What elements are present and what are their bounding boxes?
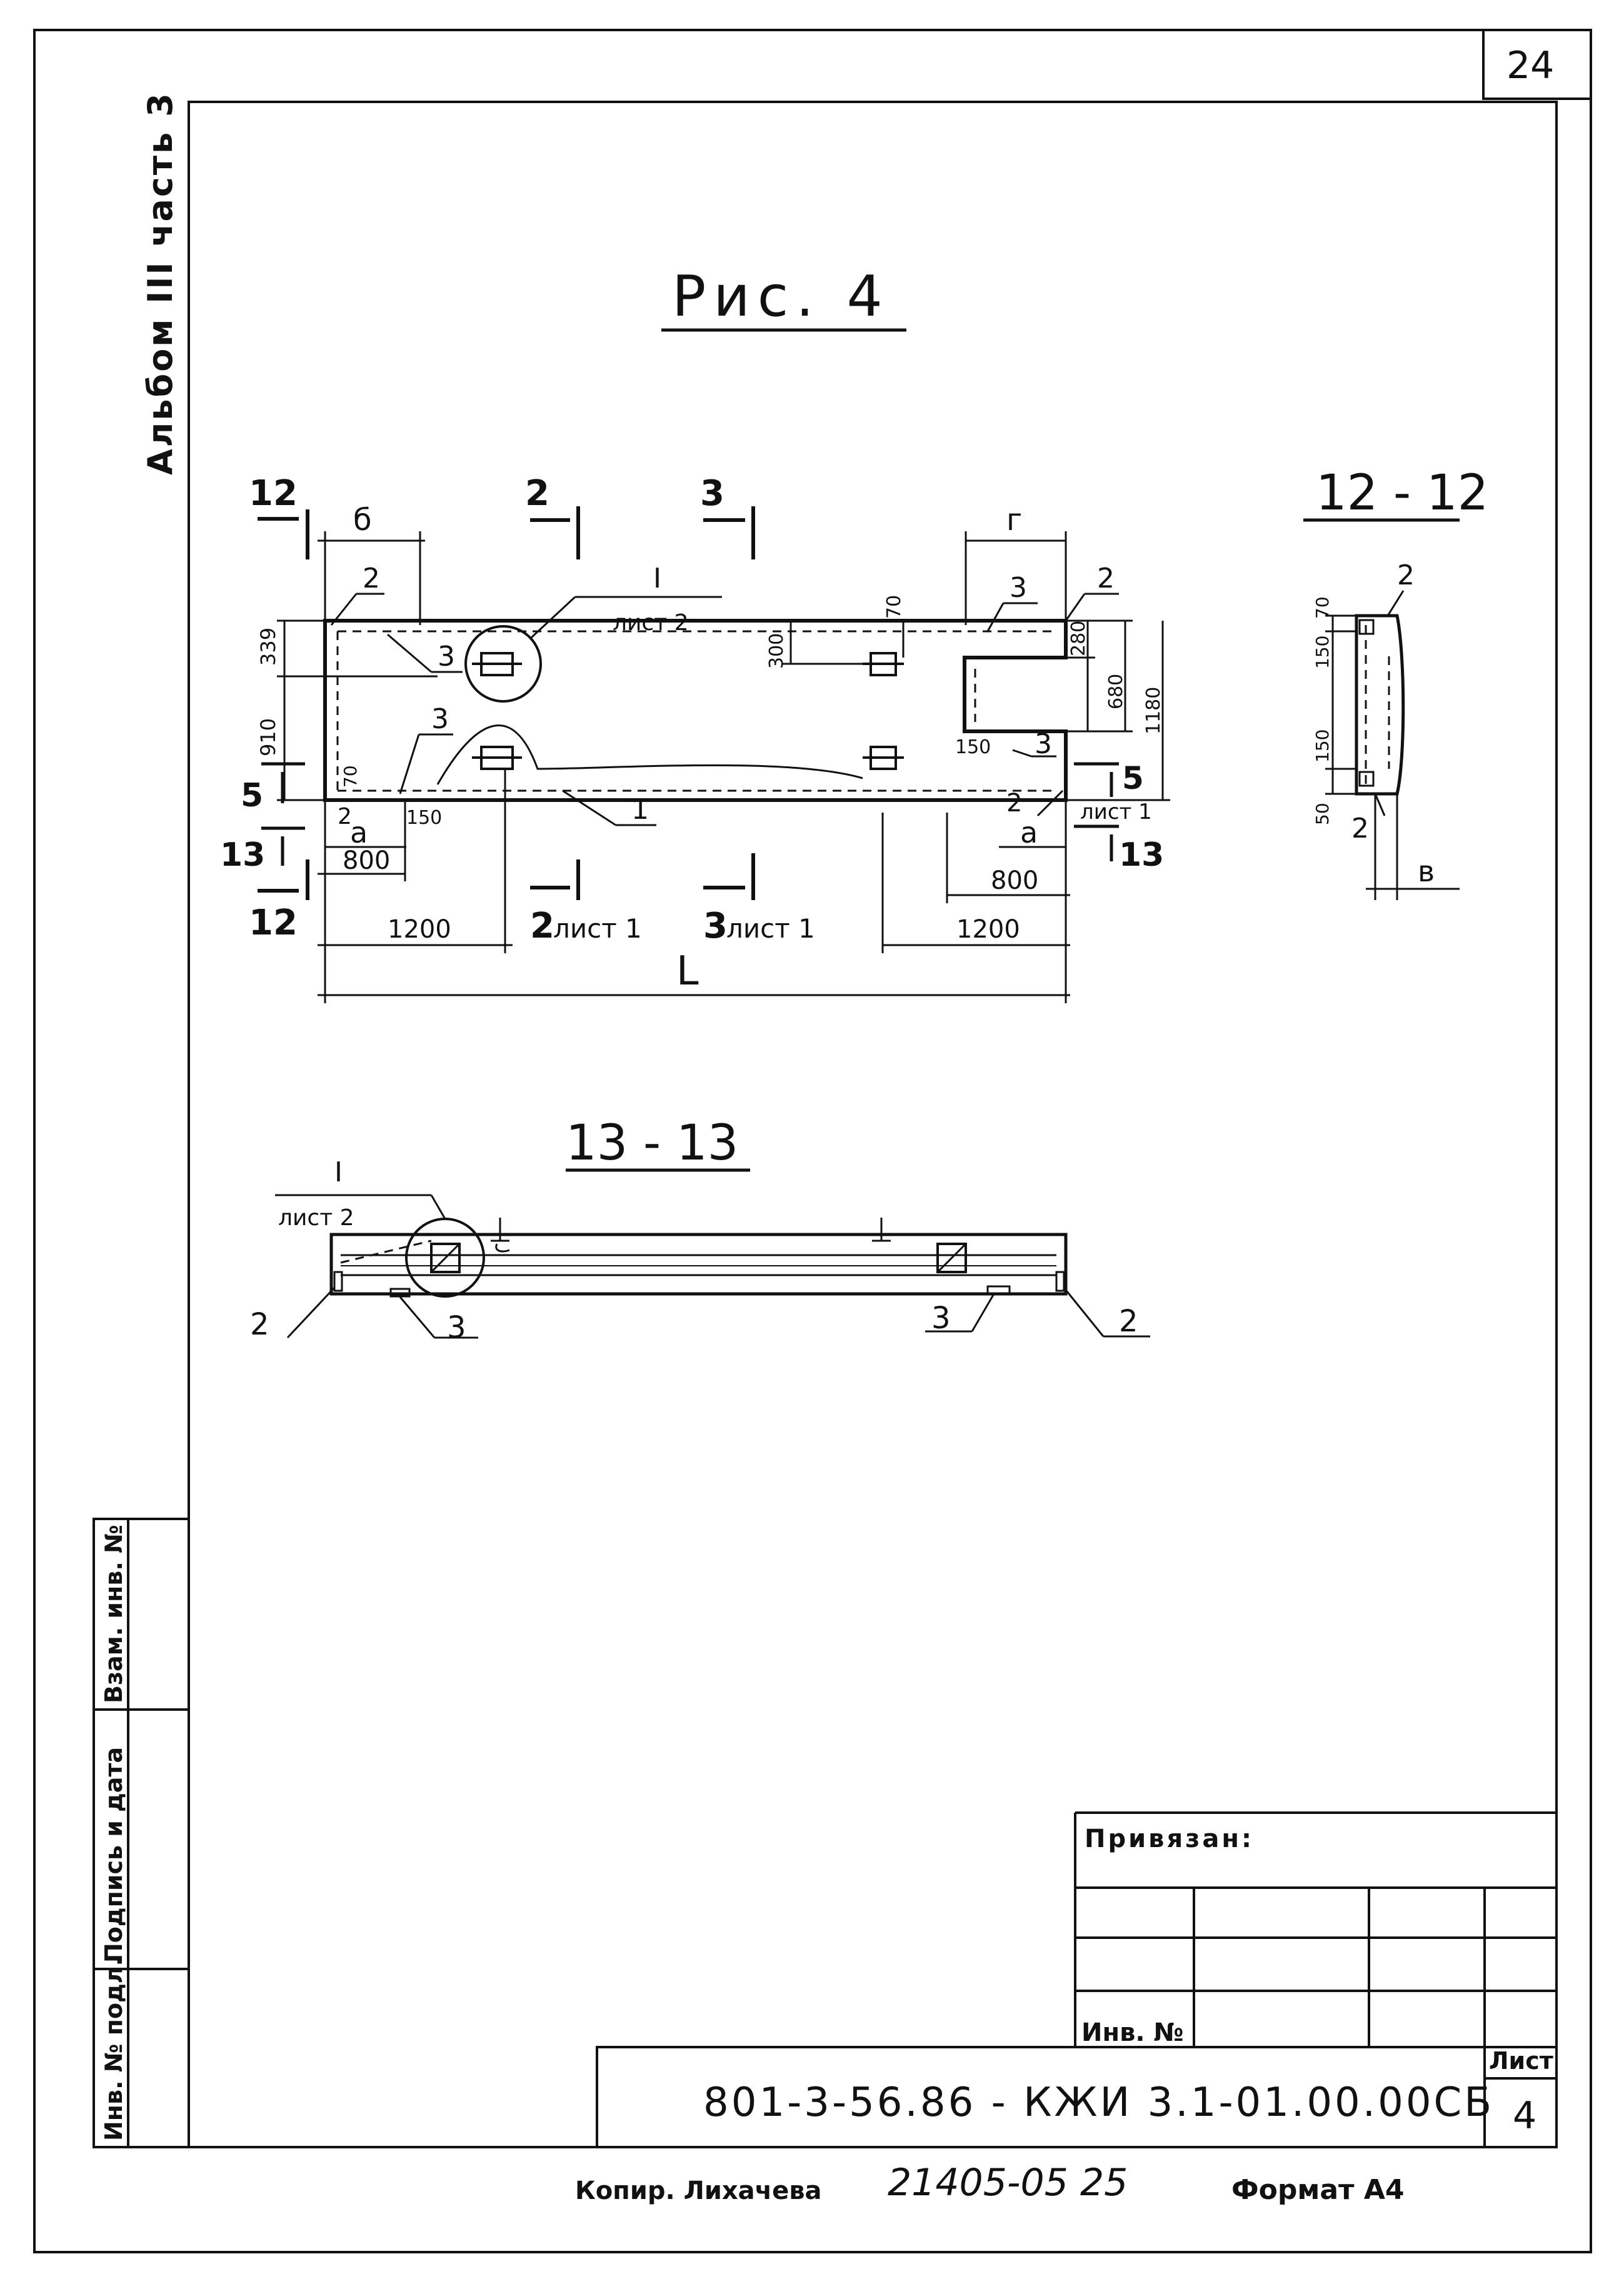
cut-3-bottom: 3	[703, 906, 728, 946]
footer-copier: Копир. Лихачева	[575, 2176, 822, 2205]
cut-5-right-sheet: лист 1	[1080, 799, 1152, 824]
dim-680: 680	[1105, 674, 1127, 709]
leader-lines	[330, 593, 1119, 826]
inv-no-label: Инв. №	[1081, 2018, 1184, 2047]
sec13-pos-3-left: 3	[447, 1310, 466, 1345]
cut-3	[703, 506, 755, 900]
sheet-frame	[33, 29, 1592, 2253]
section-12-outline	[1355, 614, 1405, 796]
dim-a-right: а	[1020, 816, 1038, 849]
stamp-podpis: Подпись и дата	[100, 1747, 128, 1963]
title-block	[596, 1811, 1558, 2148]
node-label: I	[653, 563, 661, 594]
dim-339: 339	[256, 628, 280, 666]
dim-70-top: 70	[883, 595, 905, 619]
cut-13-left: 13	[220, 836, 265, 874]
sec13-pos-2-right: 2	[1119, 1304, 1138, 1339]
footer-format: Формат А4	[1231, 2174, 1405, 2206]
pos-3-c: 3	[1010, 572, 1027, 604]
cut-12-top: 12	[249, 473, 298, 514]
dim-1200-left: 1200	[388, 915, 451, 944]
dim-800-left: 800	[343, 846, 390, 875]
section-13-title: 13 - 13	[566, 1115, 738, 1171]
section-13-node: I	[334, 1156, 343, 1188]
dim-L: L	[676, 948, 699, 994]
sheet-number: 4	[1513, 2094, 1536, 2138]
dim-300: 300	[766, 633, 788, 669]
node-leader	[530, 596, 576, 639]
cut-3-top: 3	[700, 473, 724, 514]
dim-800-right: 800	[991, 866, 1038, 895]
pos-3-b: 3	[431, 703, 449, 735]
pos-2-c: 2	[1006, 789, 1022, 818]
dim-70-left: 70	[340, 765, 361, 788]
stamp-inv-podl: Инв. № подл.	[100, 1957, 128, 2141]
dim-280: 280	[1068, 621, 1090, 656]
strand-line	[436, 724, 863, 785]
sec12-dim-150-bottom: 150	[1312, 729, 1333, 763]
album-label: Альбом III часть 3	[141, 91, 180, 475]
sec12-dim-50: 50	[1312, 803, 1333, 825]
figure-title: Рис. 4	[672, 264, 890, 329]
anchor-bolt	[472, 652, 904, 770]
dim-150-left: 150	[406, 807, 442, 829]
sec12-dim-v: в	[1418, 854, 1435, 888]
pos-1: 1	[631, 794, 649, 826]
section-13-beam	[329, 1233, 1068, 1296]
pos-3-a: 3	[438, 641, 455, 673]
cut-5-right: 5	[1122, 760, 1144, 796]
sec12-dim-150-top: 150	[1312, 636, 1333, 669]
page-number: 24	[1506, 44, 1554, 88]
hidden-contour	[336, 630, 1056, 792]
pos-2-a: 2	[363, 563, 380, 594]
sheet-label: Лист	[1489, 2047, 1553, 2075]
cut-2-top: 2	[525, 473, 549, 514]
section-12-title: 12 - 12	[1316, 465, 1488, 521]
dim-a-left: а	[350, 816, 368, 849]
sec12-pos-2-bottom: 2	[1351, 813, 1369, 844]
pos-2-b: 2	[1097, 563, 1115, 594]
side-stamp: Взам. инв. № Подпись и дата Инв. № подл.	[93, 1518, 190, 2148]
dim-2-bottom: 2	[338, 804, 352, 829]
designation: 801-3-56.86 - КЖИ 3.1-01.00.00СБ	[703, 2080, 1494, 2126]
beam-outline	[323, 619, 1068, 802]
cut-12	[258, 509, 309, 900]
stamp-vzam: Взам. инв. №	[100, 1525, 128, 1703]
node-circle	[464, 625, 542, 703]
footer-order: 21405-05 25	[888, 2161, 1128, 2205]
cut-12-bottom: 12	[249, 903, 298, 943]
cut-5-left: 5	[241, 777, 263, 814]
pos-3-d: 3	[1035, 728, 1052, 760]
cut-3-sheet: лист 1	[726, 913, 815, 944]
section-12: 12 - 12 70 150 150 50 в 2 2	[1303, 465, 1488, 900]
node-sheet-label: лист 2	[613, 610, 689, 636]
cut-5-13-left	[261, 762, 305, 866]
section-13-node-sheet: лист 2	[278, 1205, 354, 1231]
sec12-pos-2-top: 2	[1397, 559, 1415, 591]
dim-b: б	[353, 503, 372, 538]
dimension-lines	[277, 531, 1170, 1003]
cut-5-13-right	[1074, 762, 1119, 861]
dim-150-right: 150	[955, 736, 991, 758]
dim-g: г	[1006, 503, 1022, 538]
cut-13-right: 13	[1119, 836, 1164, 874]
cut-2	[530, 506, 580, 900]
privyazan-label: Привязан:	[1085, 1825, 1254, 1853]
dim-910: 910	[256, 718, 280, 756]
cut-2-sheet: лист 1	[553, 913, 642, 944]
sec13-pos-3-right: 3	[931, 1301, 951, 1336]
section-13: 13 - 13 I лист 2 2 3 3 2	[250, 1115, 1150, 1345]
plan-view: I лист 2 12 12 2 2 лист 1 3 3 лист 1 5	[220, 473, 1170, 1003]
sec12-dim-70: 70	[1312, 596, 1333, 619]
cut-2-bottom: 2	[530, 906, 554, 946]
dim-1180: 1180	[1143, 687, 1165, 734]
dim-1200-right: 1200	[956, 915, 1020, 944]
sec13-pos-2-left: 2	[250, 1307, 269, 1342]
